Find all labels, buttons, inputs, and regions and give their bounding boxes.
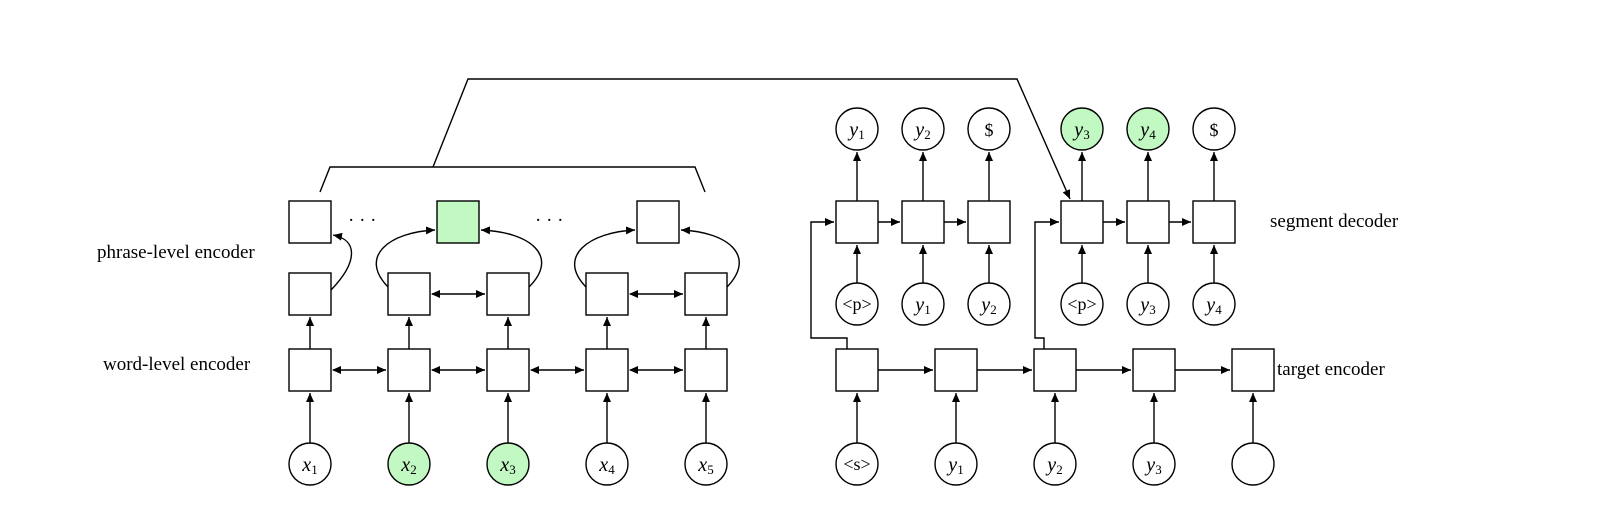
decoder2-output-label: y4 [1138, 119, 1156, 142]
decoder2-output-3 [1192, 107, 1236, 151]
decoder2-cell-1 [1060, 200, 1104, 244]
decoder2-output-label: y3 [1072, 119, 1089, 142]
encoder-inputs: x1 x2 x3 x4 x5 [288, 393, 728, 486]
segment-decoder-2: y3 y4 $ <p> y3 y4 [1034, 107, 1236, 349]
target-encoder: <s> y1 y2 y3 [835, 348, 1275, 486]
word-cell-4 [585, 348, 629, 392]
ellipsis-left: · · · [348, 210, 376, 231]
encoder-input-label: x3 [499, 454, 515, 477]
target-cell-5 [1231, 348, 1275, 392]
target-to-decoder2-link [1034, 218, 1059, 349]
word-encoder [288, 348, 728, 392]
word-cell-5 [684, 348, 728, 392]
decoder2-output-2 [1126, 107, 1170, 151]
target-input-5 [1231, 442, 1275, 486]
word-cell-1 [288, 348, 332, 392]
target-cell-3 [1033, 348, 1077, 392]
decoder2-cell-2 [1126, 200, 1170, 244]
phrase-mid-cell-2 [387, 272, 431, 316]
decoder1-cell-1 [835, 200, 879, 244]
encoder-input-label: x4 [598, 454, 615, 477]
decoder2-input-symbol: <p> [1067, 294, 1096, 314]
phrase-mid-cell-4 [585, 272, 629, 316]
decoder1-input-label: y2 [979, 294, 996, 317]
decoder1-input-label: y1 [913, 294, 930, 317]
target-to-decoder1-link [810, 218, 848, 349]
decoder2-output-symbol: $ [1210, 120, 1219, 140]
decoder1-output-label: y1 [847, 119, 864, 142]
decoder1-output-2 [901, 107, 945, 151]
decoder1-output-label: y2 [913, 119, 930, 142]
target-cell-1 [835, 348, 879, 392]
phrase-bracket [319, 166, 706, 193]
decoder2-output-1 [1060, 107, 1104, 151]
decoder1-output-3 [967, 107, 1011, 151]
target-encoder-label: target encoder [1277, 359, 1385, 380]
phrase-encoder [288, 200, 740, 349]
segment-decoder-1: y1 y2 $ <p> y1 y2 [810, 107, 1011, 349]
word-cell-3 [486, 348, 530, 392]
target-cell-4 [1132, 348, 1176, 392]
phrase-top-cell-3 [636, 200, 680, 244]
word-cell-2 [387, 348, 431, 392]
target-input-label: y1 [946, 454, 963, 477]
decoder1-input-symbol: <p> [842, 294, 871, 314]
target-input-symbol: <s> [843, 454, 870, 474]
context-connector [432, 78, 1071, 200]
phrase-mid-cell-5 [684, 272, 728, 316]
decoder1-output-1 [835, 107, 879, 151]
target-input-label: y3 [1144, 454, 1161, 477]
phrase-mid-cell-1 [288, 272, 332, 316]
target-cell-2 [934, 348, 978, 392]
phrase-encoder-label: phrase-level encoder [97, 242, 255, 263]
decoder2-cell-3 [1192, 200, 1236, 244]
target-input-label: y2 [1045, 454, 1062, 477]
word-encoder-label: word-level encoder [103, 354, 251, 375]
encoder-input-label: x2 [400, 454, 416, 477]
decoder2-input-label: y4 [1204, 294, 1222, 317]
decoder1-output-symbol: $ [985, 120, 994, 140]
ellipsis-right: · · · [535, 210, 563, 231]
phrase-top-cell-highlighted [436, 200, 480, 244]
decoder1-cell-2 [901, 200, 945, 244]
encoder-input-label: x5 [697, 454, 713, 477]
decoder2-input-label: y3 [1138, 294, 1155, 317]
decoder1-cell-3 [967, 200, 1011, 244]
phrase-mid-cell-3 [486, 272, 530, 316]
encoder-input-label: x1 [301, 454, 317, 477]
segment-decoder-label: segment decoder [1270, 211, 1399, 232]
phrase-top-cell-1 [288, 200, 332, 244]
